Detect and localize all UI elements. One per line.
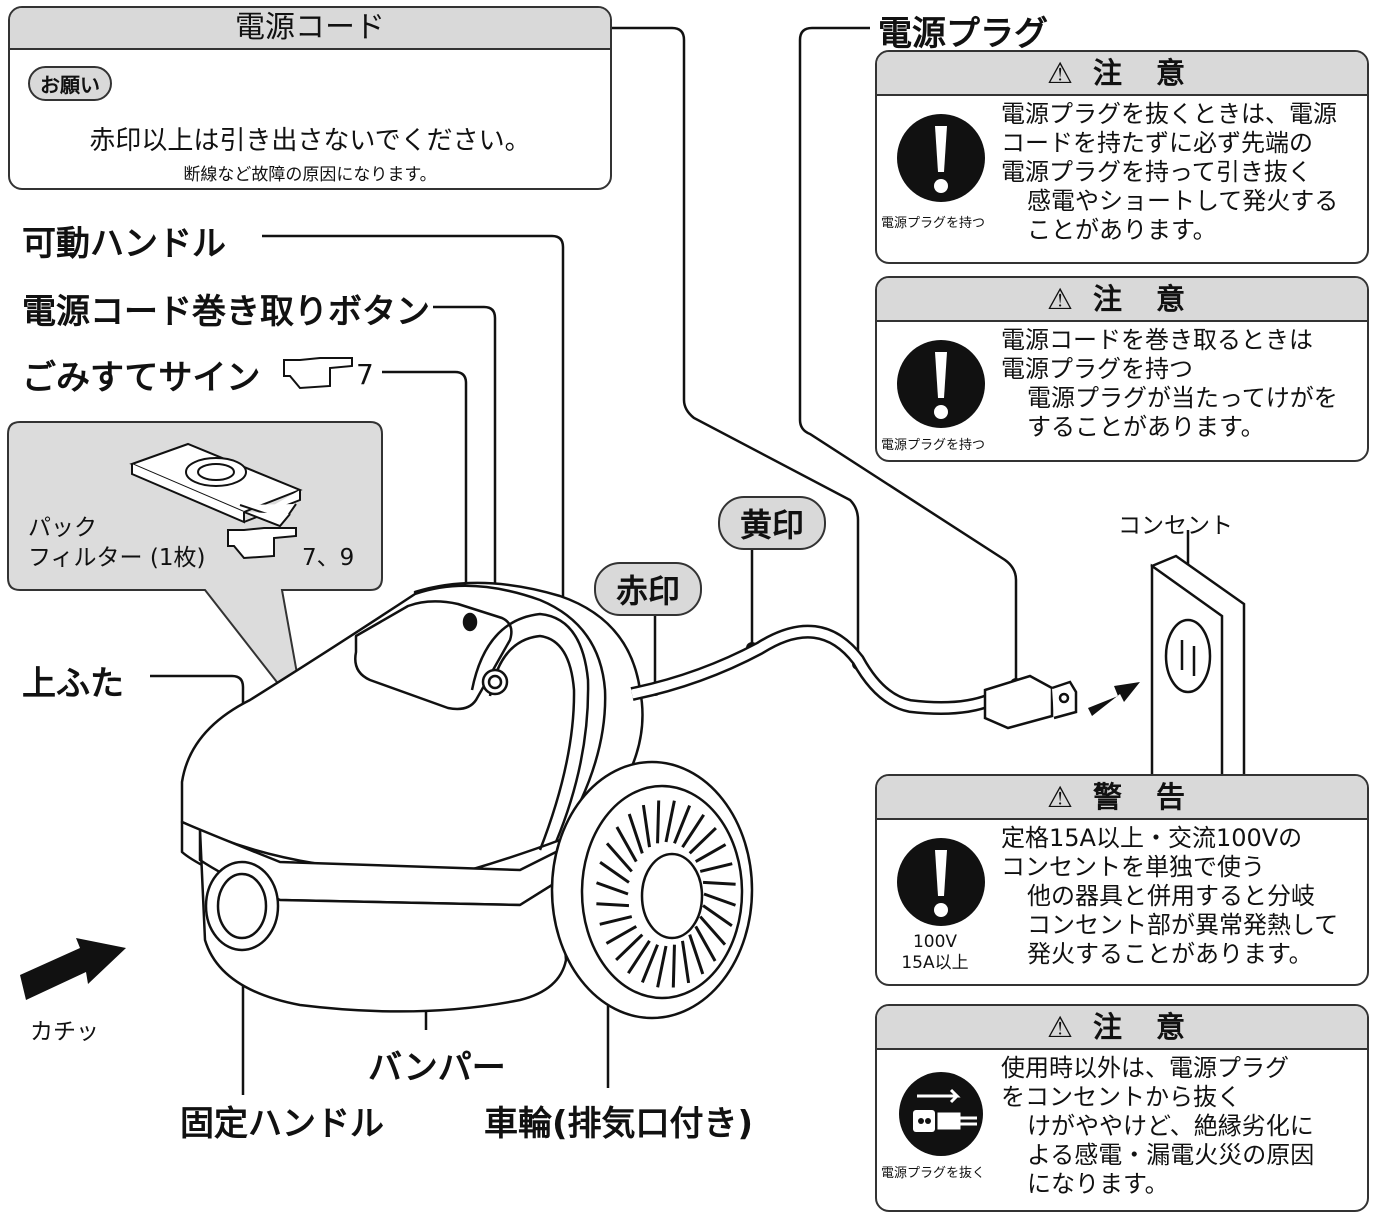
- wheel-fin: [605, 842, 633, 873]
- wheel-fin: [694, 925, 717, 962]
- wheel-fin: [671, 944, 676, 988]
- wheel-fin: [605, 925, 638, 945]
- label-outlet: コンセント: [1118, 513, 1233, 539]
- caution-header: ⚠注 意: [877, 1006, 1367, 1050]
- caution-box-1: ⚠注 意 電源プラグを持つ 電源プラグを抜くときは、電源 コードを持たずに必ず先…: [875, 50, 1369, 264]
- filter-callout-bubble: [7, 421, 383, 719]
- label-movable-handle: 可動ハンドル: [22, 224, 226, 264]
- mandatory-icon: [897, 838, 985, 926]
- wheel-fin: [627, 940, 651, 975]
- icon-label: 電源プラグを持つ: [880, 438, 985, 453]
- caution-header: ⚠注 意: [877, 52, 1367, 96]
- label-filter-ref: 7、9: [302, 545, 355, 571]
- plug-drawing: [983, 674, 1078, 730]
- label-bumper: バンパー: [368, 1048, 506, 1088]
- power-cord-notice: 電源コード お願い 赤印以上は引き出さないでください。 断線など故障の原因になり…: [8, 6, 612, 190]
- notice-main-line: 電源プラグを持って引き抜く: [1001, 158, 1312, 186]
- wheel-drawing: [550, 760, 754, 1020]
- wheel-fin: [595, 881, 629, 896]
- notice-sub-line: 感電やショートして発火する: [1027, 187, 1339, 215]
- wheel-fin: [599, 915, 633, 926]
- wheel-fin: [688, 934, 705, 975]
- wheel-fin: [599, 861, 630, 884]
- notice-main-line: コードを持たずに必ず先端の: [1001, 129, 1313, 157]
- label-fixed-handle: 固定ハンドル: [180, 1104, 384, 1144]
- power-cord-notice-sub: 断線など故障の原因になります。: [183, 165, 437, 185]
- label-wheel: 車輪(排気口付き): [484, 1104, 754, 1144]
- icon-label: 電源プラグを抜く: [880, 1166, 985, 1181]
- wheel-fin: [641, 804, 651, 848]
- notice-main-line: コンセントを単独で使う: [1001, 853, 1265, 881]
- wheel-fin: [688, 826, 717, 855]
- power-cord-notice-title: 電源コード: [10, 8, 610, 50]
- label-click: カチッ: [30, 1019, 99, 1045]
- warning-triangle-icon: ⚠: [1046, 56, 1073, 90]
- warning-triangle-icon: ⚠: [1046, 282, 1073, 316]
- label-filter: フィルター (1枚): [28, 545, 206, 571]
- vacuum-body: [180, 581, 644, 1013]
- label-top-lid: 上ふた: [22, 664, 124, 704]
- notice-sub-line: よる感電・漏電火災の原因: [1027, 1141, 1315, 1169]
- notice-sub-line: 電源プラグが当たってけがを: [1027, 384, 1338, 412]
- notice-sub-line: 発火することがあります。: [1027, 940, 1313, 968]
- pack-filter-drawing: [129, 442, 303, 528]
- caution-box-3: ⚠注 意 電源プラグを抜く 使用時以外は、電源プラグ をコンセントから抜く けが…: [875, 1004, 1369, 1212]
- power-cord-notice-main: 赤印以上は引き出さないでください。: [89, 126, 531, 156]
- pointing-hand-icon: [227, 357, 353, 560]
- label-power-plug: 電源プラグ: [878, 14, 1048, 54]
- request-tag: お願い: [28, 66, 112, 101]
- wheel-fin: [699, 862, 733, 873]
- notice-main-line: 電源コードを巻き取るときは: [1001, 326, 1313, 354]
- notice-sub-line: になります。: [1027, 1170, 1169, 1198]
- wheel-fin: [596, 902, 630, 908]
- arrow-to-outlet: [1088, 682, 1140, 716]
- label-cord-rewind-button: 電源コード巻き取りボタン: [22, 292, 430, 332]
- notice-sub-line: ことがあります。: [1027, 216, 1217, 244]
- power-cord-drawing: [630, 624, 993, 715]
- unplug-icon: [899, 1072, 983, 1156]
- yellow-mark-badge: 黄印: [718, 496, 827, 550]
- wheel-fin: [627, 813, 644, 854]
- notice-sub-line: することがあります。: [1027, 413, 1265, 441]
- notice-main-line: 使用時以外は、電源プラグ: [1001, 1054, 1289, 1082]
- wheel-fin: [703, 892, 737, 907]
- notice-main-line: をコンセントから抜く: [1001, 1083, 1241, 1111]
- wheel-fin: [615, 933, 644, 962]
- icon-label: 100V 15A以上: [901, 932, 969, 973]
- mandatory-icon: [897, 114, 985, 202]
- notice-main-line: 電源プラグを抜くときは、電源: [1001, 100, 1337, 128]
- wheel-fin: [664, 800, 676, 843]
- click-arrow: [20, 938, 126, 1000]
- warning-triangle-icon: ⚠: [1046, 780, 1073, 814]
- wheel-fin: [694, 843, 727, 863]
- notice-sub-line: 他の器具と併用すると分岐: [1027, 882, 1315, 910]
- wheel-fin: [640, 944, 659, 984]
- wheel-fin: [673, 804, 692, 844]
- icon-label: 電源プラグを持つ: [880, 216, 985, 231]
- caution-header: ⚠注 意: [877, 278, 1367, 322]
- notice-main-line: 定格15A以上・交流100Vの: [1001, 824, 1303, 852]
- label-dust-sign-ref: 7: [356, 358, 374, 391]
- red-mark-badge: 赤印: [594, 562, 703, 616]
- wheel-fin: [615, 826, 638, 863]
- label-dust-sign: ごみすてサイン: [22, 358, 261, 398]
- caution-box-2: ⚠注 意 電源プラグを持つ 電源コードを巻き取るときは 電源プラグを持つ 電源プ…: [875, 276, 1369, 462]
- wheel-fin: [702, 880, 736, 886]
- mandatory-icon: [897, 340, 985, 428]
- wheel-fin: [656, 800, 661, 844]
- label-pack: パック: [28, 515, 97, 541]
- notice-sub-line: けがややけど、絶縁劣化に: [1027, 1112, 1314, 1140]
- wheel-fin: [702, 904, 733, 927]
- notice-main-line: 電源プラグを持つ: [1001, 355, 1193, 383]
- wheel-fin: [681, 813, 705, 848]
- wheel-fin: [699, 915, 727, 946]
- warning-box: ⚠警 告 100V 15A以上 定格15A以上・交流100Vの コンセントを単独…: [875, 774, 1369, 986]
- wheel-fin: [681, 940, 691, 984]
- warning-triangle-icon: ⚠: [1046, 1010, 1073, 1044]
- notice-sub-line: コンセント部が異常発熱して: [1027, 911, 1339, 939]
- warning-header: ⚠警 告: [877, 776, 1367, 820]
- wheel-fin: [656, 945, 668, 988]
